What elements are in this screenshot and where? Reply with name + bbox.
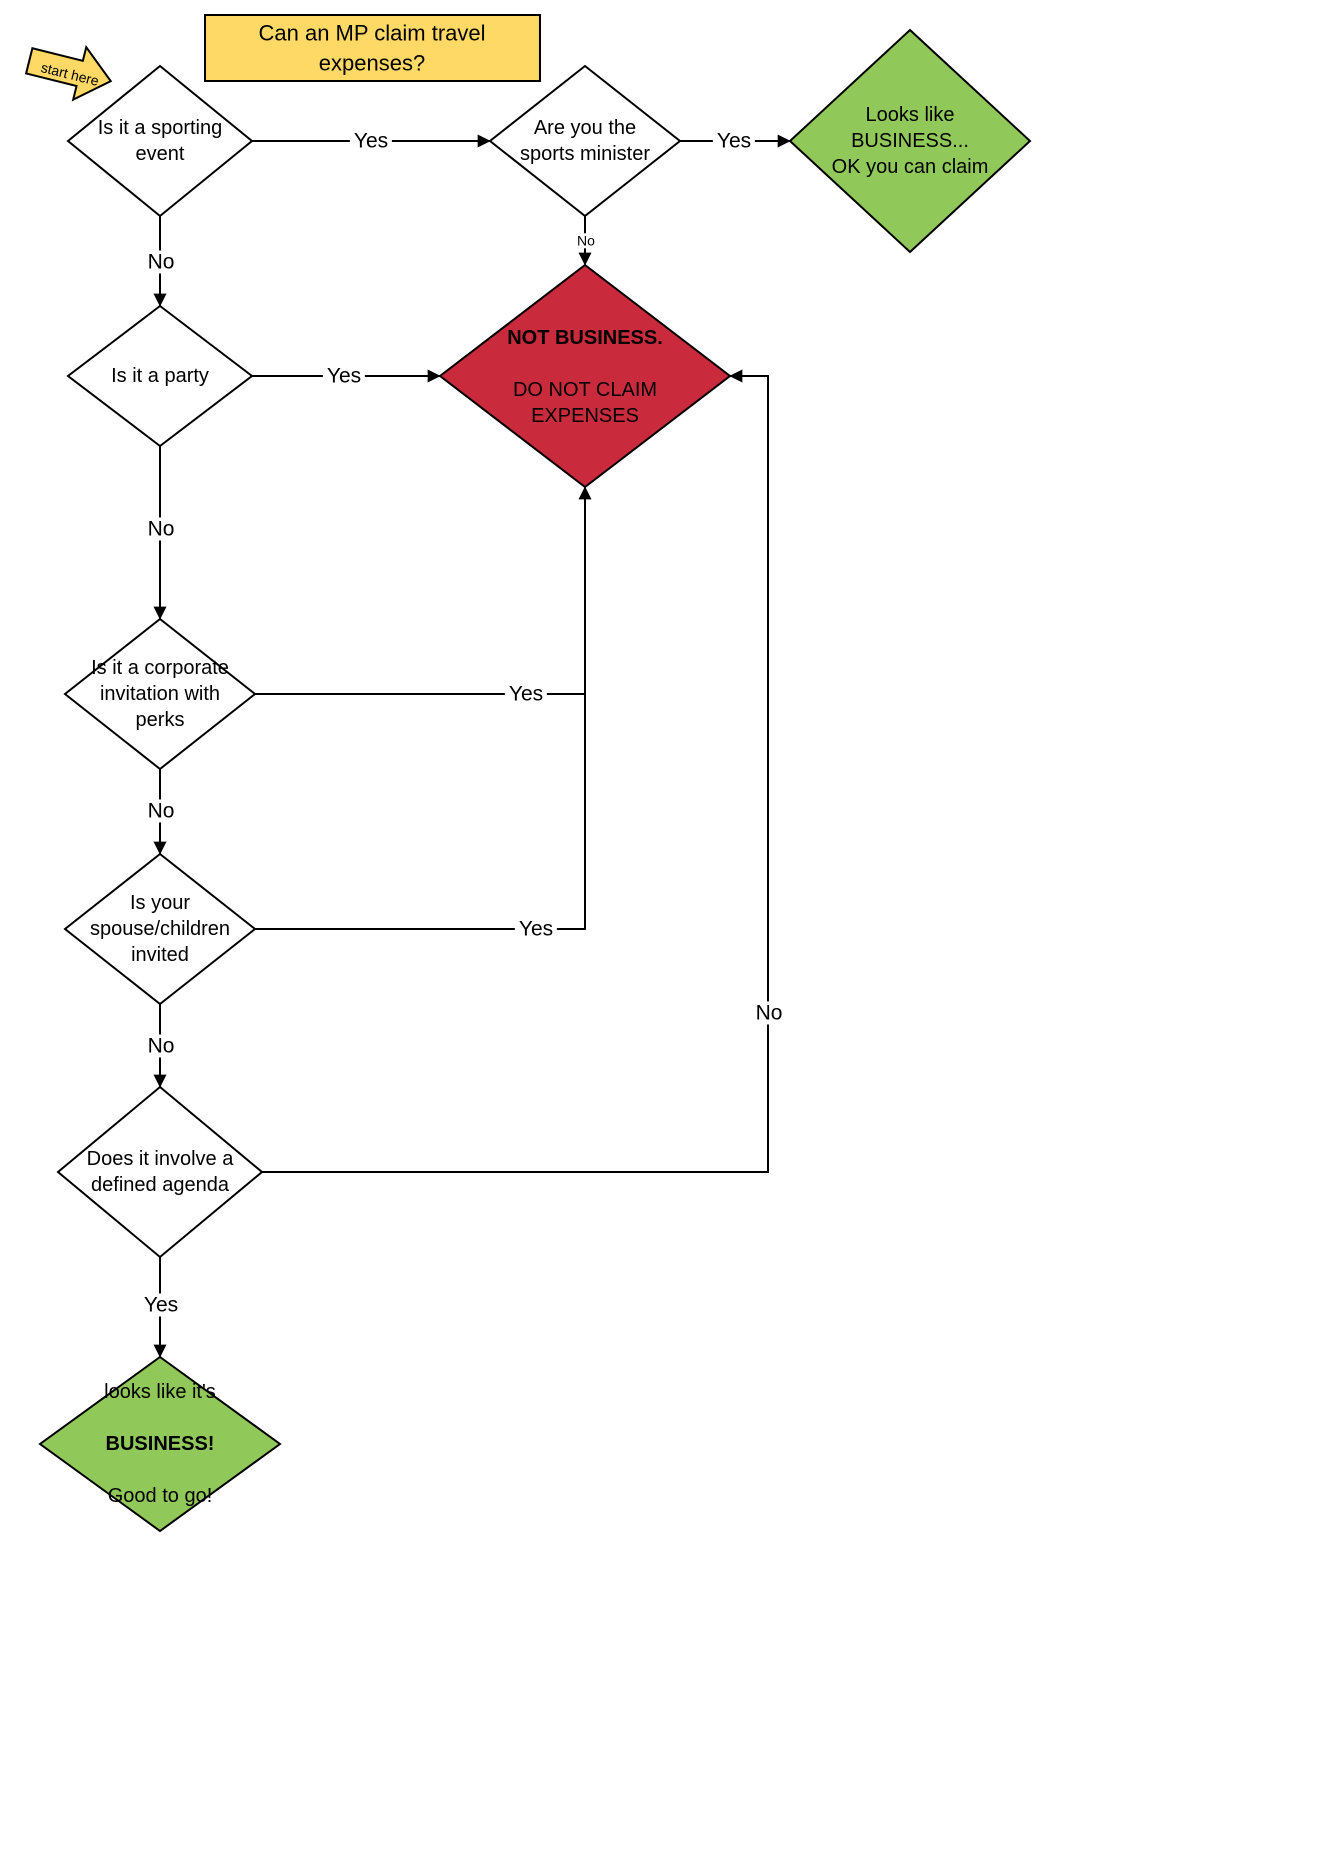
node-business-go-line2: BUSINESS! (105, 1433, 215, 1455)
edge-label-sporting-yes: Yes (349, 129, 393, 153)
node-corporate-invitation-shape (63, 617, 257, 771)
node-defined-agenda-label: Does it involve a defined agenda (86, 1148, 234, 1196)
node-business-go-shape (38, 1355, 282, 1533)
node-not-business-title: NOT BUSINESS. (507, 327, 663, 349)
edge-label-minister-no: No (575, 232, 597, 249)
node-not-business-body: DO NOT CLAIM EXPENSES (512, 379, 658, 427)
edge-label-agenda-no: No (751, 1001, 787, 1025)
edge-agenda-no-line (262, 369, 769, 1173)
edge-label-party-no: No (143, 517, 179, 541)
edge-label-spouse-yes: Yes (514, 917, 558, 941)
node-corporate-invitation-label: Is it a corporate invitation with perks (91, 657, 229, 731)
node-sporting-event-label: Is it a sporting event (97, 117, 223, 165)
node-spouse-children-shape (63, 852, 257, 1006)
node-business-go-label: looks like it's BUSINESS! Good to go! (104, 1353, 216, 1535)
node-sports-minister-shape (488, 64, 682, 218)
edge-label-sporting-no: No (143, 250, 179, 274)
edge-spouse-yes-line (255, 694, 586, 930)
edge-corporate-yes-line (255, 486, 592, 695)
node-business-go-line1: looks like it's (104, 1381, 216, 1403)
node-sporting-event-shape (66, 64, 254, 218)
node-spouse-children-label: Is your spouse/children invited (89, 892, 231, 966)
edge-label-corporate-yes: Yes (504, 682, 548, 706)
edge-label-minister-yes: Yes (712, 129, 756, 153)
node-business-claim-label: Looks like BUSINESS... OK you can claim (831, 104, 989, 178)
start-here-arrow (24, 44, 113, 102)
node-business-claim-shape (788, 28, 1032, 254)
node-party-shape (66, 304, 254, 448)
edge-label-agenda-yes: Yes (139, 1293, 183, 1317)
edge-label-party-yes: Yes (322, 364, 366, 388)
node-not-business-shape (438, 263, 732, 489)
node-defined-agenda-shape (56, 1085, 264, 1259)
edge-label-spouse-no: No (143, 1034, 179, 1058)
node-party-label: Is it a party (111, 365, 209, 387)
node-business-go-line3: Good to go! (107, 1485, 213, 1507)
page-title: Can an MP claim travel expenses? (258, 20, 486, 75)
node-not-business-label: NOT BUSINESS. DO NOT CLAIM EXPENSES (507, 299, 663, 455)
node-sports-minister-label: Are you the sports minister (519, 117, 651, 165)
title-box (204, 14, 541, 82)
edge-label-corporate-no: No (143, 799, 179, 823)
